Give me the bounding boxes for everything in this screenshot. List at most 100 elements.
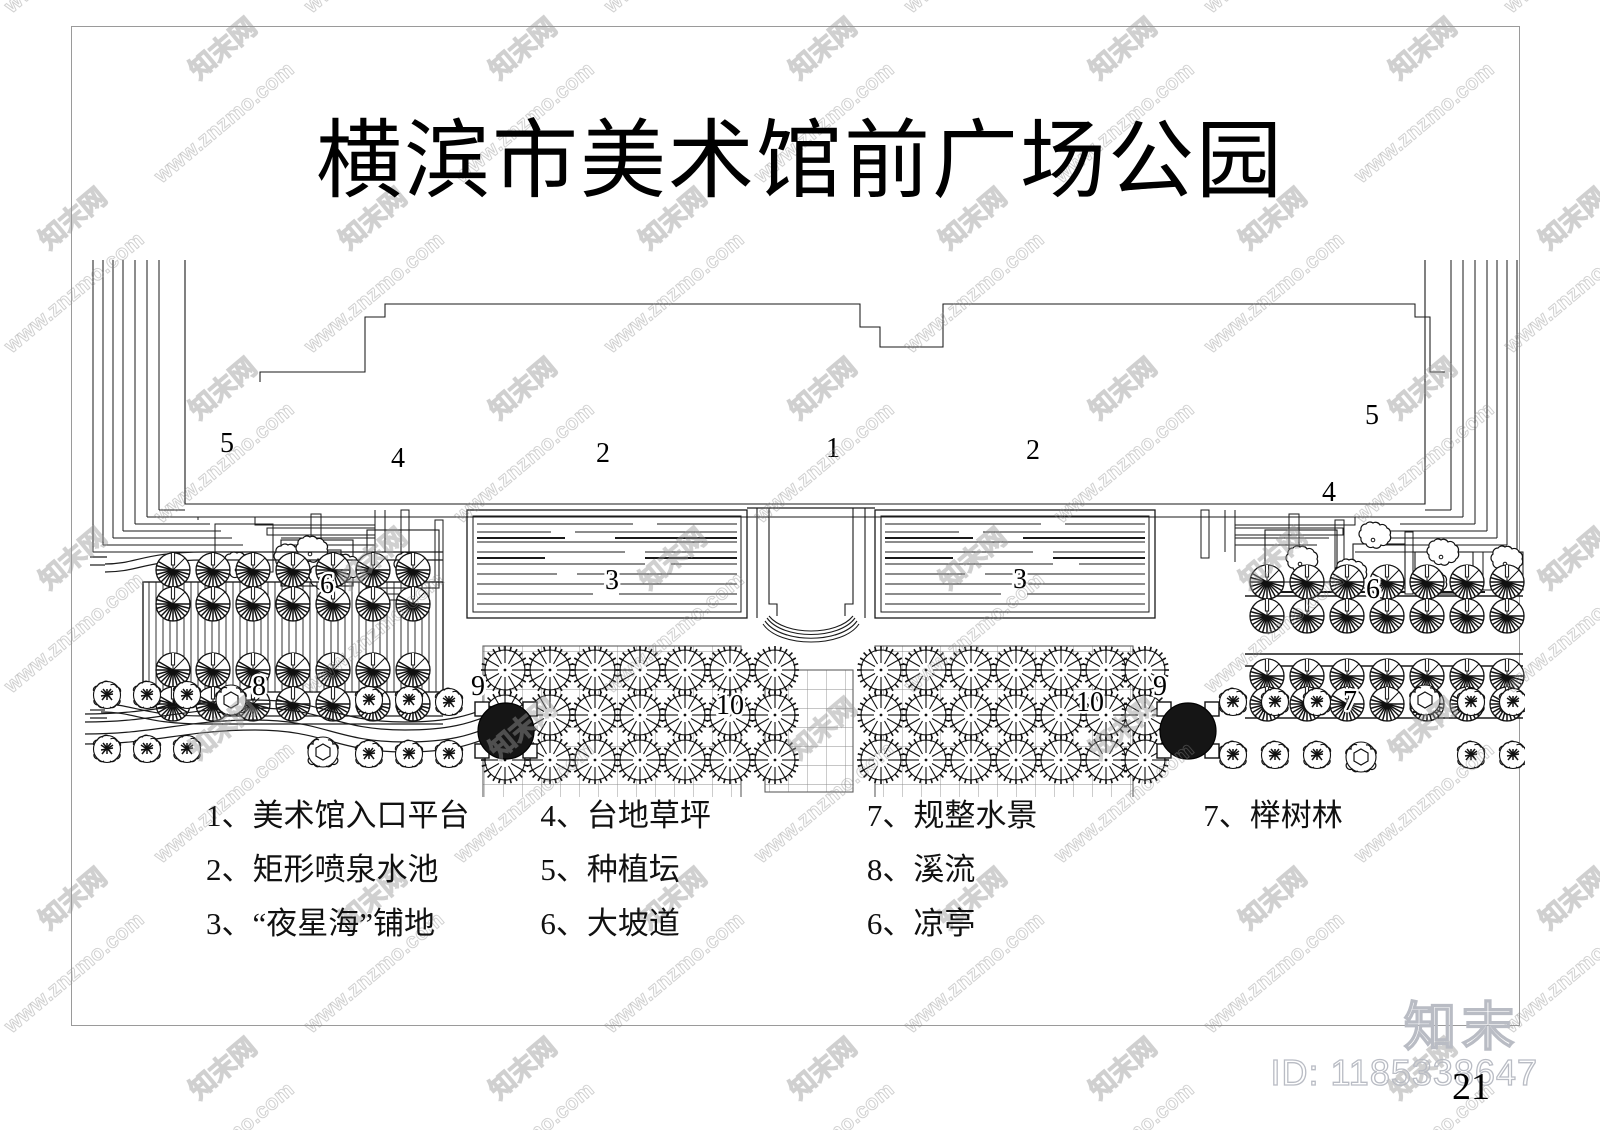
callout-7: 77 bbox=[1341, 684, 1360, 720]
museum-building-outline bbox=[92, 260, 1518, 553]
svg-text:9: 9 bbox=[471, 671, 485, 702]
watermark-url: www.znzmo.com bbox=[150, 1077, 300, 1130]
ramp-left bbox=[90, 551, 444, 725]
svg-text:7: 7 bbox=[1343, 686, 1357, 717]
svg-text:6: 6 bbox=[1366, 574, 1380, 605]
svg-text:6: 6 bbox=[320, 569, 334, 600]
callout-3: 33 bbox=[603, 563, 622, 599]
svg-text:10: 10 bbox=[1076, 687, 1104, 718]
callout-5: 55 bbox=[218, 426, 237, 462]
svg-text:5: 5 bbox=[220, 428, 234, 459]
entrance-platform bbox=[747, 507, 875, 643]
svg-text:2: 2 bbox=[596, 438, 610, 469]
terrace-strips bbox=[254, 509, 1356, 562]
svg-text:3: 3 bbox=[1013, 564, 1027, 595]
legend: 1、美术馆入口平台 4、台地草坪 7、规整水景 7、榉树林 2、矩形喷泉水池 5… bbox=[100, 800, 1500, 962]
watermark-logo: 知末 bbox=[1403, 998, 1520, 1058]
svg-text:7: 7 bbox=[1343, 686, 1357, 717]
ramp-right bbox=[1245, 564, 1525, 722]
svg-text:6: 6 bbox=[320, 569, 334, 600]
watermark-brand: 知末网 bbox=[483, 1031, 563, 1105]
watermark-brand: 知末网 bbox=[183, 1031, 263, 1105]
fountain-pool-right bbox=[874, 509, 1156, 619]
svg-text:5: 5 bbox=[1365, 400, 1379, 431]
legend-row: 2、矩形喷泉水池 5、种植坛 8、溪流 bbox=[100, 854, 1500, 908]
svg-text:5: 5 bbox=[1365, 400, 1379, 431]
callout-6: 66 bbox=[1364, 572, 1383, 608]
svg-text:9: 9 bbox=[1153, 671, 1167, 702]
svg-text:3: 3 bbox=[605, 565, 619, 596]
callout-3: 33 bbox=[1011, 562, 1030, 598]
watermark-brand: 知末网 bbox=[1533, 521, 1600, 595]
watermark-url: www.znzmo.com bbox=[900, 0, 1050, 18]
ramp-trees-right-rowB bbox=[1249, 598, 1525, 634]
watermark-brand: 知末网 bbox=[783, 1031, 863, 1105]
callout-4: 44 bbox=[1320, 475, 1339, 511]
svg-text:2: 2 bbox=[1026, 435, 1040, 466]
callout-4: 44 bbox=[389, 441, 408, 477]
legend-item-1: 1、美术馆入口平台 bbox=[206, 798, 470, 833]
gazebo-right bbox=[1156, 701, 1220, 760]
svg-text:10: 10 bbox=[716, 690, 744, 721]
watermark-url: www.znzmo.com bbox=[1200, 0, 1350, 18]
page-number: 21 bbox=[1452, 1066, 1490, 1108]
legend-item-7-zelkova: 7、榉树林 bbox=[1203, 798, 1343, 833]
svg-text:6: 6 bbox=[1366, 574, 1380, 605]
callout-2: 22 bbox=[1024, 433, 1043, 469]
legend-item-6-gazebo: 6、凉亭 bbox=[866, 906, 976, 941]
callout-1: 11 bbox=[824, 431, 843, 467]
watermark-brand: 知末网 bbox=[1533, 861, 1600, 935]
legend-item-4: 4、台地草坪 bbox=[540, 798, 711, 833]
watermark-url: www.znzmo.com bbox=[450, 1077, 600, 1130]
legend-item-2: 2、矩形喷泉水池 bbox=[206, 852, 439, 887]
watermark-url: www.znzmo.com bbox=[0, 0, 149, 18]
legend-item-6-ramp: 6、大坡道 bbox=[540, 906, 680, 941]
page-title: 横滨市美术馆前广场公园 bbox=[316, 113, 1284, 209]
svg-text:3: 3 bbox=[1013, 564, 1027, 595]
legend-item-3: 3、“夜星海”铺地 bbox=[206, 906, 436, 941]
watermark-url: www.znzmo.com bbox=[750, 1077, 900, 1130]
svg-text:4: 4 bbox=[391, 443, 405, 474]
svg-text:1: 1 bbox=[826, 433, 840, 464]
callout-9: 99 bbox=[469, 669, 488, 705]
gazebo-left bbox=[474, 701, 538, 760]
svg-text:5: 5 bbox=[220, 428, 234, 459]
watermark-url: www.znzmo.com bbox=[600, 0, 750, 18]
svg-text:8: 8 bbox=[252, 671, 266, 702]
legend-item-8: 8、溪流 bbox=[866, 852, 976, 887]
callout-9: 99 bbox=[1151, 669, 1170, 705]
svg-text:1: 1 bbox=[826, 433, 840, 464]
svg-text:4: 4 bbox=[1322, 477, 1336, 508]
watermark-url: www.znzmo.com bbox=[1500, 0, 1600, 18]
svg-text:4: 4 bbox=[391, 443, 405, 474]
callout-8: 88 bbox=[250, 669, 269, 705]
legend-item-5: 5、种植坛 bbox=[540, 852, 680, 887]
svg-text:10: 10 bbox=[716, 690, 744, 721]
watermark-brand: 知末网 bbox=[1083, 1031, 1163, 1105]
watermark-id: ID: 1185338647 bbox=[1270, 1051, 1538, 1093]
svg-text:4: 4 bbox=[1322, 477, 1336, 508]
watermark-url: www.znzmo.com bbox=[1050, 1077, 1200, 1130]
legend-row: 1、美术馆入口平台 4、台地草坪 7、规整水景 7、榉树林 bbox=[100, 800, 1500, 854]
sheet-border bbox=[71, 26, 1520, 1026]
svg-text:2: 2 bbox=[596, 438, 610, 469]
callout-2: 22 bbox=[594, 436, 613, 472]
svg-text:9: 9 bbox=[471, 671, 485, 702]
legend-row: 3、“夜星海”铺地 6、大坡道 6、凉亭 bbox=[100, 908, 1500, 962]
fountain-pool-left bbox=[466, 509, 748, 619]
callout-6: 66 bbox=[318, 567, 337, 603]
svg-text:9: 9 bbox=[1153, 671, 1167, 702]
svg-text:2: 2 bbox=[1026, 435, 1040, 466]
svg-text:8: 8 bbox=[252, 671, 266, 702]
callout-5: 55 bbox=[1363, 398, 1382, 434]
legend-item-7-water: 7、规整水景 bbox=[866, 798, 1038, 833]
svg-text:10: 10 bbox=[1076, 687, 1104, 718]
svg-text:3: 3 bbox=[605, 565, 619, 596]
watermark-url: www.znzmo.com bbox=[300, 0, 450, 18]
